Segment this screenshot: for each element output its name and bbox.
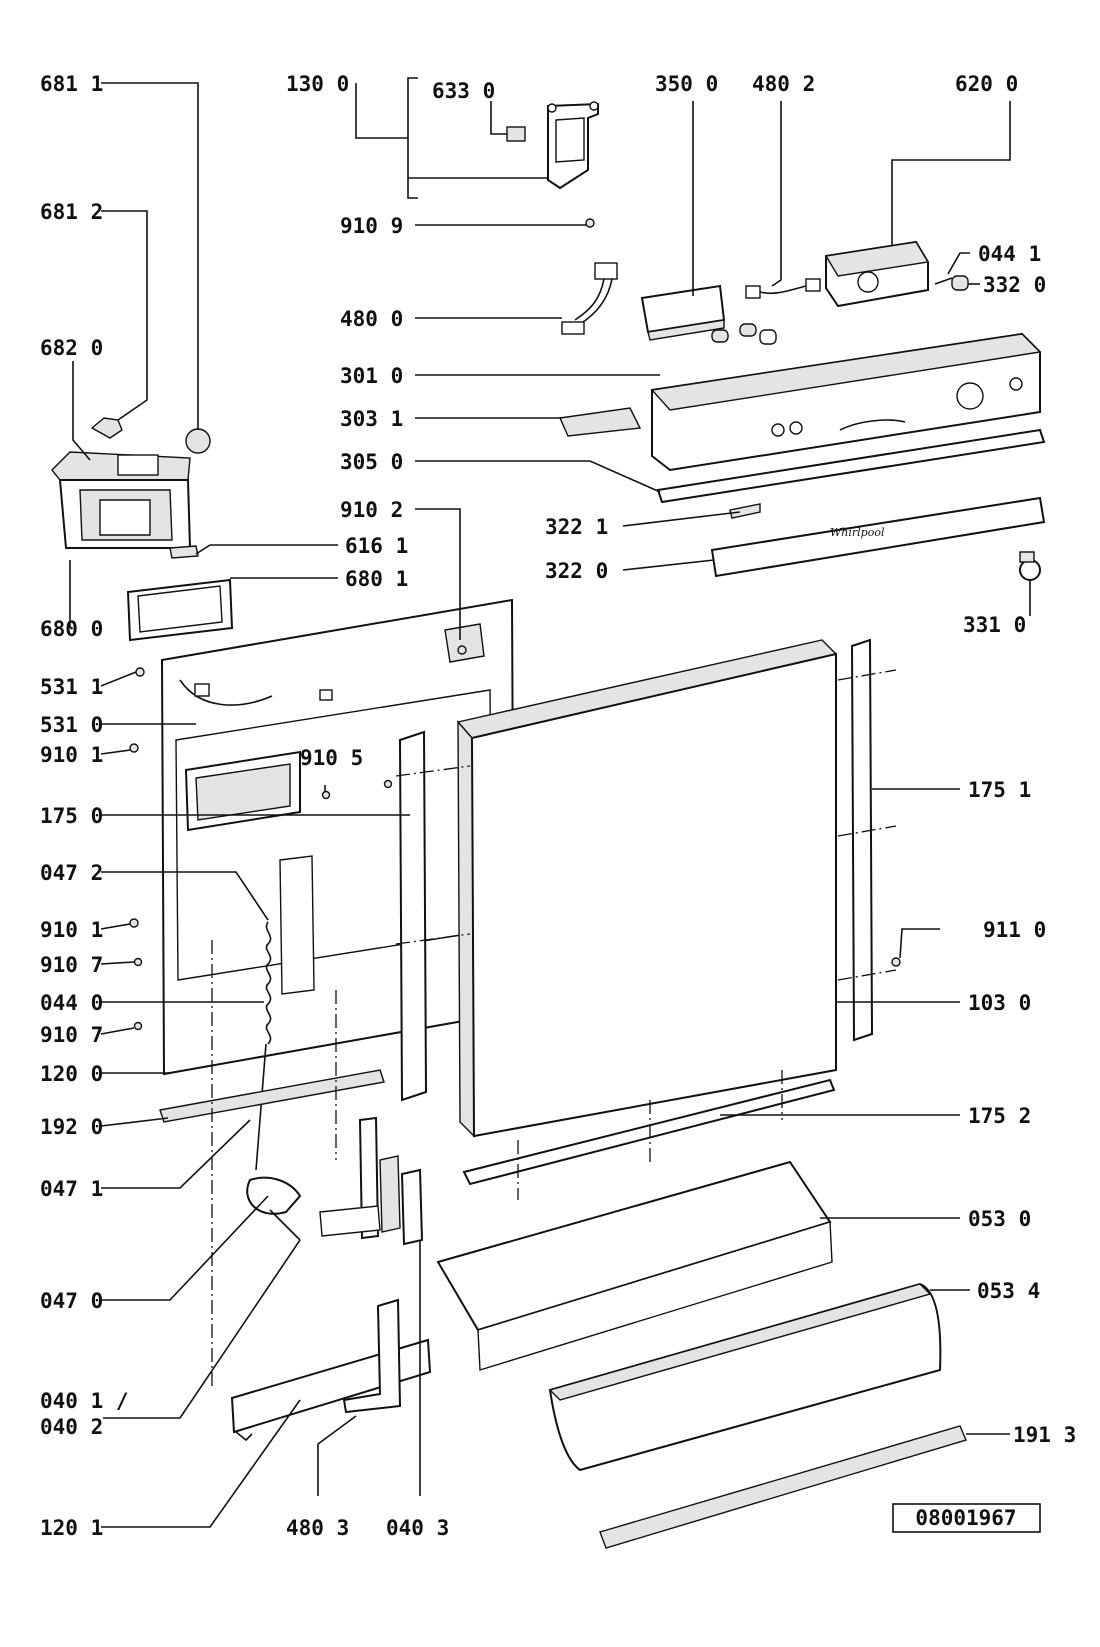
part-332-0-shaft xyxy=(951,275,969,291)
callout-681-1: 681 1 xyxy=(40,72,103,96)
part-040-1-hinge xyxy=(319,1116,401,1240)
part-053-0-kickplate xyxy=(436,1160,833,1371)
callout-044-0: 044 0 xyxy=(40,991,103,1015)
part-350-0-control-board xyxy=(640,284,726,341)
part-681-2-clip xyxy=(90,417,123,439)
callout-332-0: 332 0 xyxy=(983,273,1046,297)
brand-logo-text: Whirlpool xyxy=(830,526,885,539)
part-044-1-spring xyxy=(934,277,953,285)
part-331-0-knob xyxy=(1019,551,1041,581)
callout-910-1-b: 910 1 xyxy=(40,918,103,942)
callout-192-0: 192 0 xyxy=(40,1115,103,1139)
callout-120-0: 120 0 xyxy=(40,1062,103,1086)
callout-616-1: 616 1 xyxy=(345,534,408,558)
callout-303-1: 303 1 xyxy=(340,407,403,431)
callout-910-7-b: 910 7 xyxy=(40,1023,103,1047)
screws-left xyxy=(129,645,467,1031)
callout-531-0: 531 0 xyxy=(40,713,103,737)
callout-322-0: 322 0 xyxy=(545,559,608,583)
callout-191-3: 191 3 xyxy=(1013,1423,1076,1447)
callout-103-0: 103 0 xyxy=(968,991,1031,1015)
callout-633-0: 633 0 xyxy=(432,79,495,103)
part-680-1-gasket xyxy=(126,578,234,642)
callout-531-1: 531 1 xyxy=(40,675,103,699)
callout-910-7-a: 910 7 xyxy=(40,953,103,977)
part-192-0-strip xyxy=(159,1069,385,1123)
part-620-0-programmer xyxy=(824,240,930,308)
callout-305-0: 305 0 xyxy=(340,450,403,474)
callout-175-1: 175 1 xyxy=(968,778,1031,802)
part-175-2-trim xyxy=(462,1078,836,1186)
leader-lines xyxy=(69,77,1031,1528)
callout-910-2: 910 2 xyxy=(340,498,403,522)
part-480-3-bracket xyxy=(342,1298,402,1414)
part-button-pins xyxy=(711,323,777,345)
callout-620-0: 620 0 xyxy=(955,72,1018,96)
reference-number: 08001967 xyxy=(915,1506,1016,1530)
part-305-0-strip xyxy=(656,428,1046,504)
part-910-9-screw xyxy=(585,218,595,228)
reference-number-box xyxy=(892,1503,1041,1533)
assembly-axes xyxy=(211,669,897,1390)
callout-labels: 681 1 130 0 633 0 350 0 480 2 620 0 681 … xyxy=(40,72,1076,1540)
callout-910-1-a: 910 1 xyxy=(40,743,103,767)
part-175-0-trim xyxy=(398,730,428,1102)
part-130-0-door-lock xyxy=(547,101,599,190)
callout-681-2: 681 2 xyxy=(40,200,103,224)
part-053-4-cover xyxy=(548,1282,942,1472)
part-633-0-switch xyxy=(506,126,526,142)
callout-910-5: 910 5 xyxy=(300,746,363,770)
part-040-3-hinge xyxy=(400,1168,424,1246)
part-103-0-door-panel xyxy=(456,639,838,1138)
callout-910-9: 910 9 xyxy=(340,214,403,238)
callout-350-0: 350 0 xyxy=(655,72,718,96)
callout-911-0: 911 0 xyxy=(983,918,1046,942)
callout-044-1: 044 1 xyxy=(978,242,1041,266)
part-191-3-strip xyxy=(599,1425,967,1549)
callout-053-0: 053 0 xyxy=(968,1207,1031,1231)
callout-040-2: 040 2 xyxy=(40,1415,103,1439)
callout-047-0: 047 0 xyxy=(40,1289,103,1313)
callout-682-0: 682 0 xyxy=(40,336,103,360)
callout-331-0: 331 0 xyxy=(963,613,1026,637)
callout-047-1: 047 1 xyxy=(40,1177,103,1201)
part-322-0-fascia: Whirlpool xyxy=(710,496,1046,578)
part-322-1-emblem xyxy=(729,503,761,519)
callout-053-4: 053 4 xyxy=(977,1279,1040,1303)
part-480-2-cable xyxy=(745,278,821,299)
part-047-1-cord xyxy=(255,1043,267,1171)
part-301-0-control-panel xyxy=(650,332,1042,472)
callout-322-1: 322 1 xyxy=(545,515,608,539)
part-480-0-harness xyxy=(561,262,618,335)
part-911-0-screw xyxy=(891,957,901,967)
callout-480-0: 480 0 xyxy=(340,307,403,331)
callout-120-1: 120 1 xyxy=(40,1516,103,1540)
callout-130-0: 130 0 xyxy=(286,72,349,96)
callout-040-3: 040 3 xyxy=(386,1516,449,1540)
part-044-0-spring xyxy=(265,921,272,1045)
callout-047-2: 047 2 xyxy=(40,861,103,885)
part-682-0-dispenser xyxy=(51,451,192,549)
callout-480-2: 480 2 xyxy=(752,72,815,96)
part-303-1-handle xyxy=(558,407,642,437)
callout-680-0: 680 0 xyxy=(40,617,103,641)
callout-175-2: 175 2 xyxy=(968,1104,1031,1128)
callout-040-1: 040 1 / xyxy=(40,1389,129,1413)
part-616-1-latch xyxy=(169,545,199,559)
callout-480-3: 480 3 xyxy=(286,1516,349,1540)
callout-175-0: 175 0 xyxy=(40,804,103,828)
part-681-1-cap xyxy=(185,428,211,454)
callout-301-0: 301 0 xyxy=(340,364,403,388)
callout-680-1: 680 1 xyxy=(345,567,408,591)
part-175-1-trim xyxy=(850,638,874,1042)
